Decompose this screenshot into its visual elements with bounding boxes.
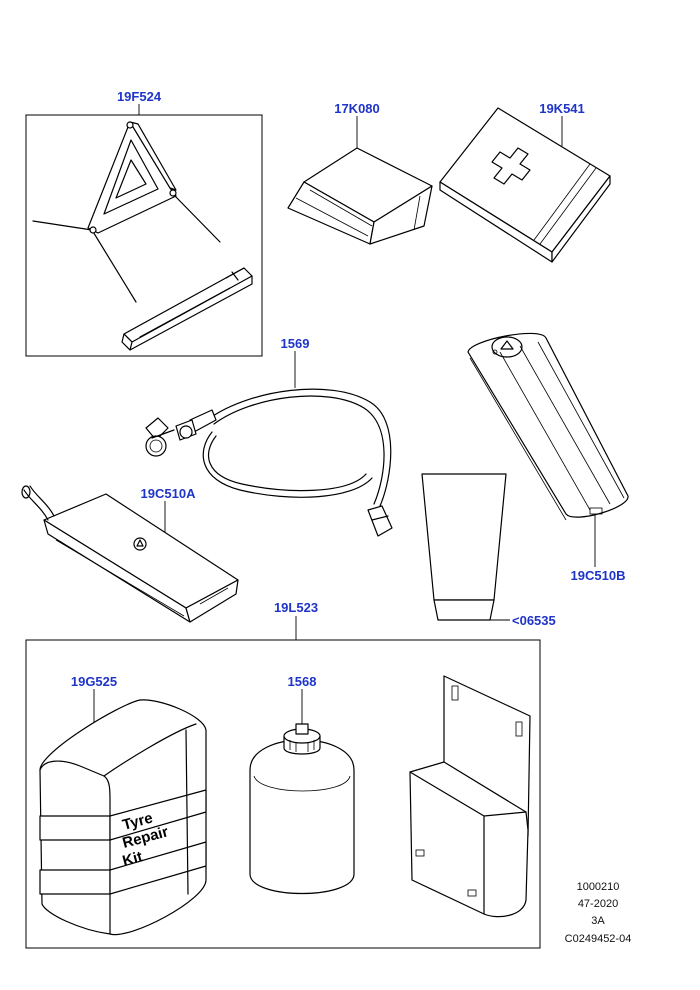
- label-first-aid-case[interactable]: 19K541: [539, 101, 585, 116]
- bracket-drawing: [409, 675, 531, 918]
- cup-drawing: [421, 473, 507, 621]
- warning-triangle-drawing: [32, 121, 253, 351]
- first-aid-kit-drawing: [287, 147, 433, 245]
- label-repair-kit-group[interactable]: 19L523: [274, 600, 318, 615]
- repair-kit-box-drawing: Tyre Repair Kit: [39, 699, 207, 936]
- holder-b-drawing: [467, 332, 629, 521]
- reference-line3: 3A: [591, 915, 605, 927]
- hose-group: 1569: [145, 336, 393, 537]
- kit-text-line3: Kit: [121, 848, 145, 870]
- holder-a-group: 19C510A: [21, 485, 239, 623]
- reference-block: 1000210 47-2020 3A C0249452-04: [565, 881, 632, 945]
- warning-triangle-frame: [25, 114, 263, 357]
- label-holder-a[interactable]: 19C510A: [141, 486, 197, 501]
- holder-a-drawing: [21, 485, 239, 623]
- hose-drawing: [145, 388, 393, 537]
- label-sealant-bottle[interactable]: 1568: [288, 674, 317, 689]
- label-cup[interactable]: <06535: [512, 613, 556, 628]
- repair-kit-group: 19L523 19G525 Tyre Repair Kit 1568: [25, 600, 541, 949]
- cup-group: <06535: [421, 473, 556, 628]
- holder-b-group: 19C510B: [467, 332, 629, 583]
- label-holder-b[interactable]: 19C510B: [571, 568, 626, 583]
- warning-triangle-group: 19F524: [25, 89, 263, 357]
- reference-line4: C0249452-04: [565, 933, 632, 945]
- first-aid-case-group: 19K541: [439, 101, 611, 263]
- label-first-aid-kit[interactable]: 17K080: [334, 101, 380, 116]
- cross-icon: [491, 147, 531, 185]
- sealant-bottle-drawing: [249, 723, 355, 894]
- first-aid-kit-group: 17K080: [287, 101, 433, 245]
- reference-line1: 1000210: [577, 881, 620, 893]
- label-warning-triangle[interactable]: 19F524: [117, 89, 162, 104]
- label-repair-kit-box[interactable]: 19G525: [71, 674, 117, 689]
- label-hose[interactable]: 1569: [281, 336, 310, 351]
- reference-line2: 47-2020: [578, 898, 618, 910]
- repair-kit-frame: [25, 639, 541, 949]
- first-aid-case-drawing: [439, 107, 611, 263]
